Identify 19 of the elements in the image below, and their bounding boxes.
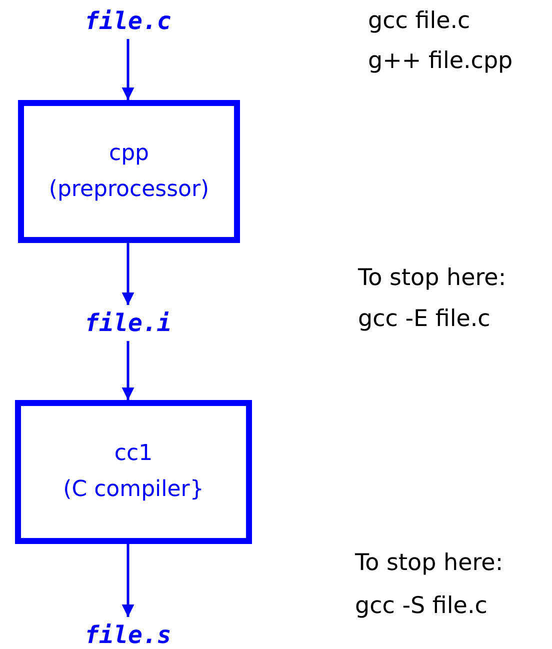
box-text: cc1 [114, 440, 153, 468]
command-note: To stop here: [358, 265, 506, 291]
command-note: gcc -E file.c [358, 306, 490, 332]
file-name: file.c [70, 3, 186, 39]
command-note: gcc file.c [368, 8, 470, 34]
file-name: file.s [70, 617, 186, 649]
arrow [122, 39, 134, 100]
process-box [18, 100, 240, 243]
file-name: file.i [68, 305, 188, 341]
box-text: (preprocessor) [48, 176, 210, 204]
command-note: To stop here: [355, 550, 504, 576]
process-box [15, 400, 252, 544]
box-text: (C compiler} [63, 476, 204, 504]
command-note: g++ file.cpp [368, 48, 513, 74]
arrow [122, 341, 134, 400]
arrow [122, 544, 134, 617]
command-note: gcc -S file.c [355, 593, 488, 619]
box-text: cpp [108, 140, 150, 168]
arrow [122, 243, 134, 305]
